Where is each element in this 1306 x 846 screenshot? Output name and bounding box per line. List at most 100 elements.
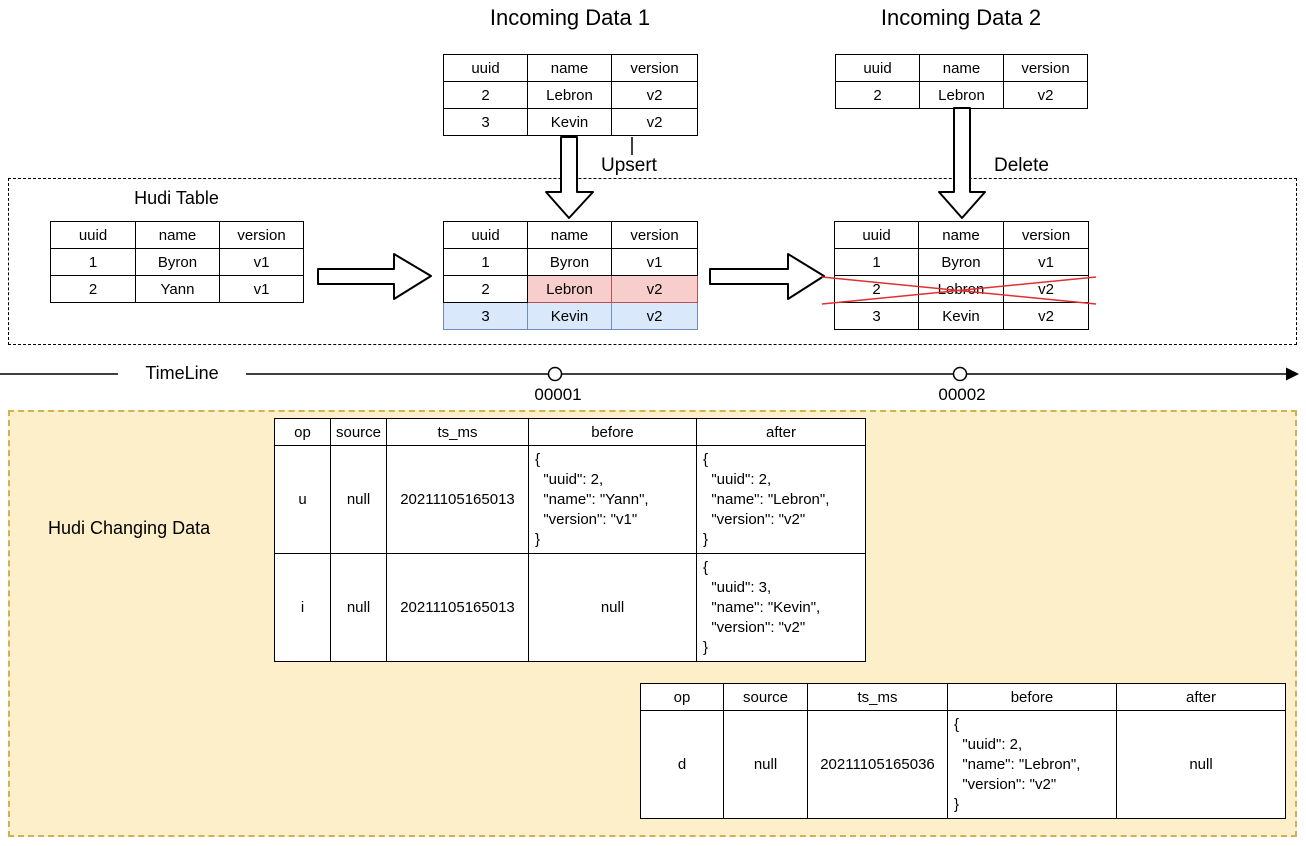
table-cell: u [274, 445, 331, 554]
hudi-table-dashed-box [8, 178, 1297, 345]
table-cell: v2 [611, 275, 698, 303]
column-header: version [219, 221, 304, 249]
table-cell: 3 [443, 302, 528, 330]
table-cell: v2 [1003, 81, 1088, 109]
table-cell: 2 [50, 275, 136, 303]
column-header: ts_ms [807, 683, 948, 711]
table-cell: Kevin [918, 302, 1004, 330]
table-cell: null [330, 553, 387, 662]
table-cell: v2 [1003, 302, 1089, 330]
column-header: before [528, 418, 697, 446]
table-cell: v2 [1003, 275, 1089, 303]
table-cell: Byron [135, 248, 220, 276]
table-cell: v1 [611, 248, 698, 276]
column-header: version [1003, 221, 1089, 249]
timeline-instant-1-marker [547, 366, 563, 382]
column-header: version [1003, 54, 1088, 82]
table-cell: Lebron [918, 275, 1004, 303]
table-cell: 1 [834, 248, 919, 276]
column-header: name [527, 54, 612, 82]
table-cell: Byron [527, 248, 612, 276]
column-header: ts_ms [386, 418, 529, 446]
table-cell: null [330, 445, 387, 554]
column-header: name [919, 54, 1004, 82]
column-header: op [274, 418, 331, 446]
column-header: source [330, 418, 387, 446]
table-cell: 2 [443, 81, 528, 109]
column-header: name [527, 221, 612, 249]
column-header: uuid [443, 54, 528, 82]
table-cell: 20211105165036 [807, 710, 948, 819]
timeline-instant-2-marker [952, 366, 968, 382]
table-cell: null [1116, 710, 1286, 819]
hudi-table-title: Hudi Table [134, 188, 219, 208]
timeline-instant-2-label: 00002 [938, 385, 986, 404]
table-cell: Lebron [527, 275, 612, 303]
timeline-label: TimeLine [145, 363, 219, 383]
table-cell: Yann [135, 275, 220, 303]
column-header: name [135, 221, 220, 249]
delete-label: Delete [994, 155, 1049, 176]
table-cell: v1 [219, 275, 304, 303]
table-cell: 20211105165013 [386, 445, 529, 554]
column-header: version [611, 221, 698, 249]
column-header: uuid [835, 54, 920, 82]
table-cell: 20211105165013 [386, 553, 529, 662]
table-cell: 3 [834, 302, 919, 330]
table-cell: { "uuid": 3, "name": "Kevin", "version":… [696, 553, 866, 662]
table-cell: 1 [50, 248, 136, 276]
table-cell: d [640, 710, 724, 819]
column-header: name [918, 221, 1004, 249]
table-cell: v1 [1003, 248, 1089, 276]
column-header: op [640, 683, 724, 711]
table-cell: { "uuid": 2, "name": "Yann", "version": … [528, 445, 697, 554]
table-cell: i [274, 553, 331, 662]
column-header: uuid [50, 221, 136, 249]
table-cell: v2 [611, 81, 698, 109]
table-cell: null [528, 553, 697, 662]
column-header: after [696, 418, 866, 446]
table-cell: Lebron [919, 81, 1004, 109]
table-cell: v2 [611, 108, 698, 136]
timeline-instant-1-label: 00001 [534, 385, 582, 404]
column-header: after [1116, 683, 1286, 711]
column-header: uuid [834, 221, 919, 249]
incoming-data-2-title: Incoming Data 2 [880, 5, 1042, 30]
table-cell: 3 [443, 108, 528, 136]
table-cell: Kevin [527, 108, 612, 136]
column-header: source [723, 683, 808, 711]
table-cell: Lebron [527, 81, 612, 109]
table-cell: 2 [835, 81, 920, 109]
table-cell: v1 [219, 248, 304, 276]
column-header: version [611, 54, 698, 82]
table-row: d null 20211105165036{ "uuid": 2, "name": … [640, 710, 1286, 819]
table-cell: v2 [611, 302, 698, 330]
table-cell: { "uuid": 2, "name": "Lebron", "version"… [696, 445, 866, 554]
table-cell: Byron [918, 248, 1004, 276]
timeline-arrowhead-icon [1286, 367, 1299, 381]
table-cell: { "uuid": 2, "name": "Lebron", "version"… [947, 710, 1117, 819]
incoming-data-1-title: Incoming Data 1 [489, 5, 651, 30]
hudi-changing-data-title: Hudi Changing Data [48, 518, 211, 538]
table-cell: 2 [443, 275, 528, 303]
